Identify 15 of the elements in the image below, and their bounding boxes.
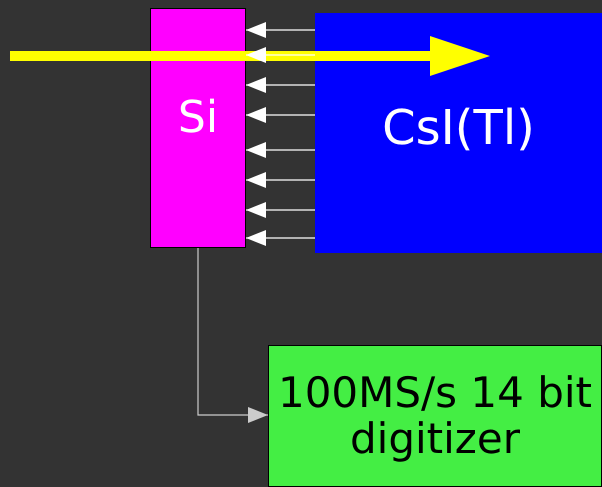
digitizer-box <box>268 345 602 487</box>
arrow <box>246 230 315 246</box>
detector-box <box>315 13 602 253</box>
arrow <box>246 77 315 93</box>
arrow <box>246 107 315 123</box>
arrow <box>246 47 315 63</box>
node-label: Si <box>178 94 218 142</box>
arrow <box>197 248 268 423</box>
arrow <box>246 142 315 158</box>
node-label: CsI(Tl) <box>382 102 535 154</box>
node-label: 100MS/s 14 bit digitizer <box>276 370 594 462</box>
detector-box <box>150 8 246 248</box>
arrow <box>246 172 315 188</box>
arrow <box>246 22 315 38</box>
arrow <box>246 202 315 218</box>
